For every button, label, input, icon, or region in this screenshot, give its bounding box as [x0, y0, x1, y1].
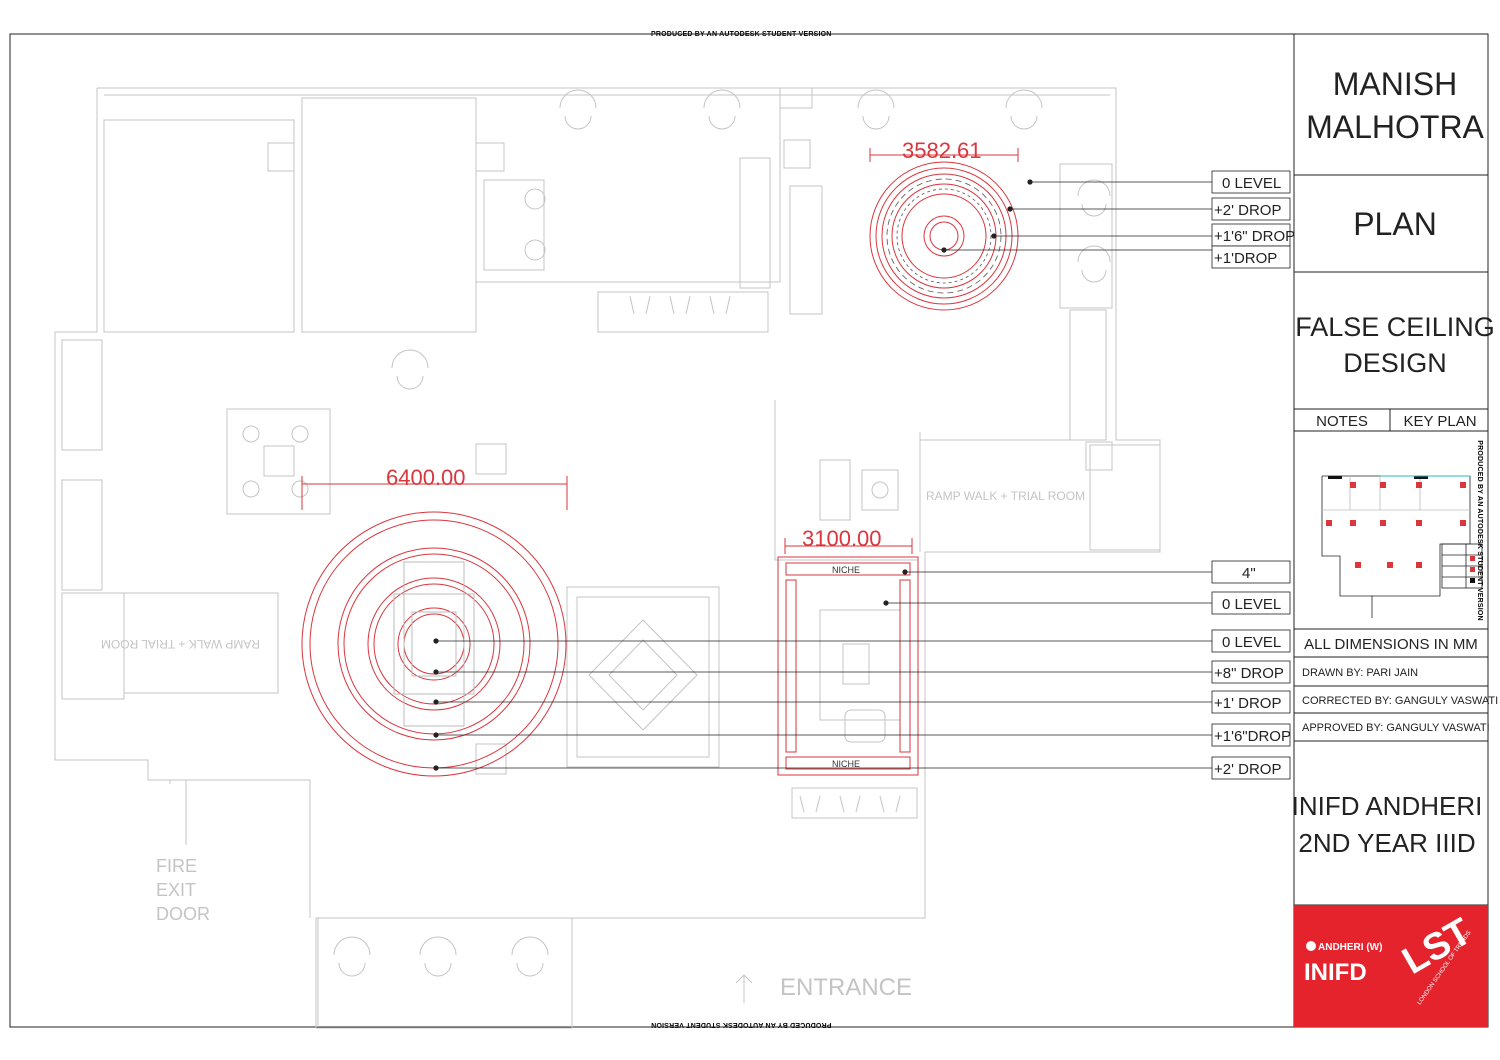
main-ceiling-feature	[301, 476, 568, 777]
fire-exit-label-1: FIRE	[156, 856, 197, 876]
floor-plan	[54, 87, 1161, 1029]
key-plan-thumbnail	[1321, 475, 1483, 618]
callout-lower-5: +1'6"DROP	[1214, 728, 1291, 745]
callout-upper-1: +2' DROP	[1214, 202, 1281, 219]
main-ceiling-furniture	[393, 561, 475, 727]
niche-ceiling-feature	[777, 538, 919, 776]
fire-exit-label-3: DOOR	[156, 904, 210, 924]
drawn-by: DRAWN BY: PARI JAIN	[1302, 667, 1418, 679]
callout-upper-2: +1'6" DROP	[1214, 228, 1295, 245]
logo-subtitle: ANDHERI (W)	[1318, 942, 1382, 953]
callout-boxes-upper	[1211, 170, 1291, 269]
callout-lower-6: +2' DROP	[1214, 761, 1281, 778]
logo-inifd: INIFD	[1304, 959, 1367, 986]
callout-lower-3: +8" DROP	[1214, 665, 1284, 682]
sheet-title: PLAN	[1353, 206, 1437, 242]
dimensions-note: ALL DIMENSIONS IN MM	[1304, 636, 1478, 653]
callout-upper-3: +1'DROP	[1214, 250, 1277, 267]
entrance-label: ENTRANCE	[780, 974, 912, 1001]
institute-line2: 2ND YEAR IIID	[1298, 828, 1475, 858]
callout-lower-0: 4"	[1242, 565, 1256, 582]
callout-lower-4: +1' DROP	[1214, 695, 1281, 712]
key-plan-markers	[1326, 475, 1475, 583]
ramp-walk-label-right: RAMP WALK + TRIAL ROOM	[926, 489, 1085, 503]
callout-boxes-lower	[1211, 560, 1291, 780]
sheet-border	[9, 33, 1489, 1028]
institute-line1: INIFD ANDHERI	[1292, 791, 1483, 821]
callout-lower-2: 0 LEVEL	[1222, 634, 1281, 651]
logo-dot-icon	[1306, 941, 1316, 951]
notes-label: NOTES	[1316, 413, 1368, 430]
dimension-main: 6400.00	[386, 465, 466, 490]
niche-label-bottom: NICHE	[832, 759, 860, 769]
callout-upper-0: 0 LEVEL	[1222, 175, 1281, 192]
upper-ceiling-ornament	[886, 178, 1002, 294]
title-block	[1293, 34, 1488, 1027]
corrected-by: CORRECTED BY: GANGULY VASWATI	[1302, 695, 1498, 707]
client-name-line2: MALHOTRA	[1306, 109, 1484, 145]
fire-exit-label-2: EXIT	[156, 880, 196, 900]
key-plan-label: KEY PLAN	[1403, 413, 1476, 430]
logo-panel	[1294, 905, 1488, 1027]
callout-lower-1: 0 LEVEL	[1222, 596, 1281, 613]
upper-ceiling-feature	[869, 148, 1019, 311]
client-name-line1: MANISH	[1333, 66, 1457, 102]
approved-by: APPROVED BY: GANGULY VASWATI	[1302, 722, 1490, 734]
dimension-niche: 3100.00	[802, 526, 882, 551]
dimension-upper: 3582.61	[902, 138, 982, 163]
niche-label-top: NICHE	[832, 565, 860, 575]
drawing-title-line2: DESIGN	[1343, 348, 1447, 378]
drawing-title-line1: FALSE CEILING	[1295, 312, 1495, 342]
ramp-walk-label-left: RAMP WALK + TRIAL ROOM	[101, 637, 260, 651]
callout-leaders	[433, 179, 1212, 771]
